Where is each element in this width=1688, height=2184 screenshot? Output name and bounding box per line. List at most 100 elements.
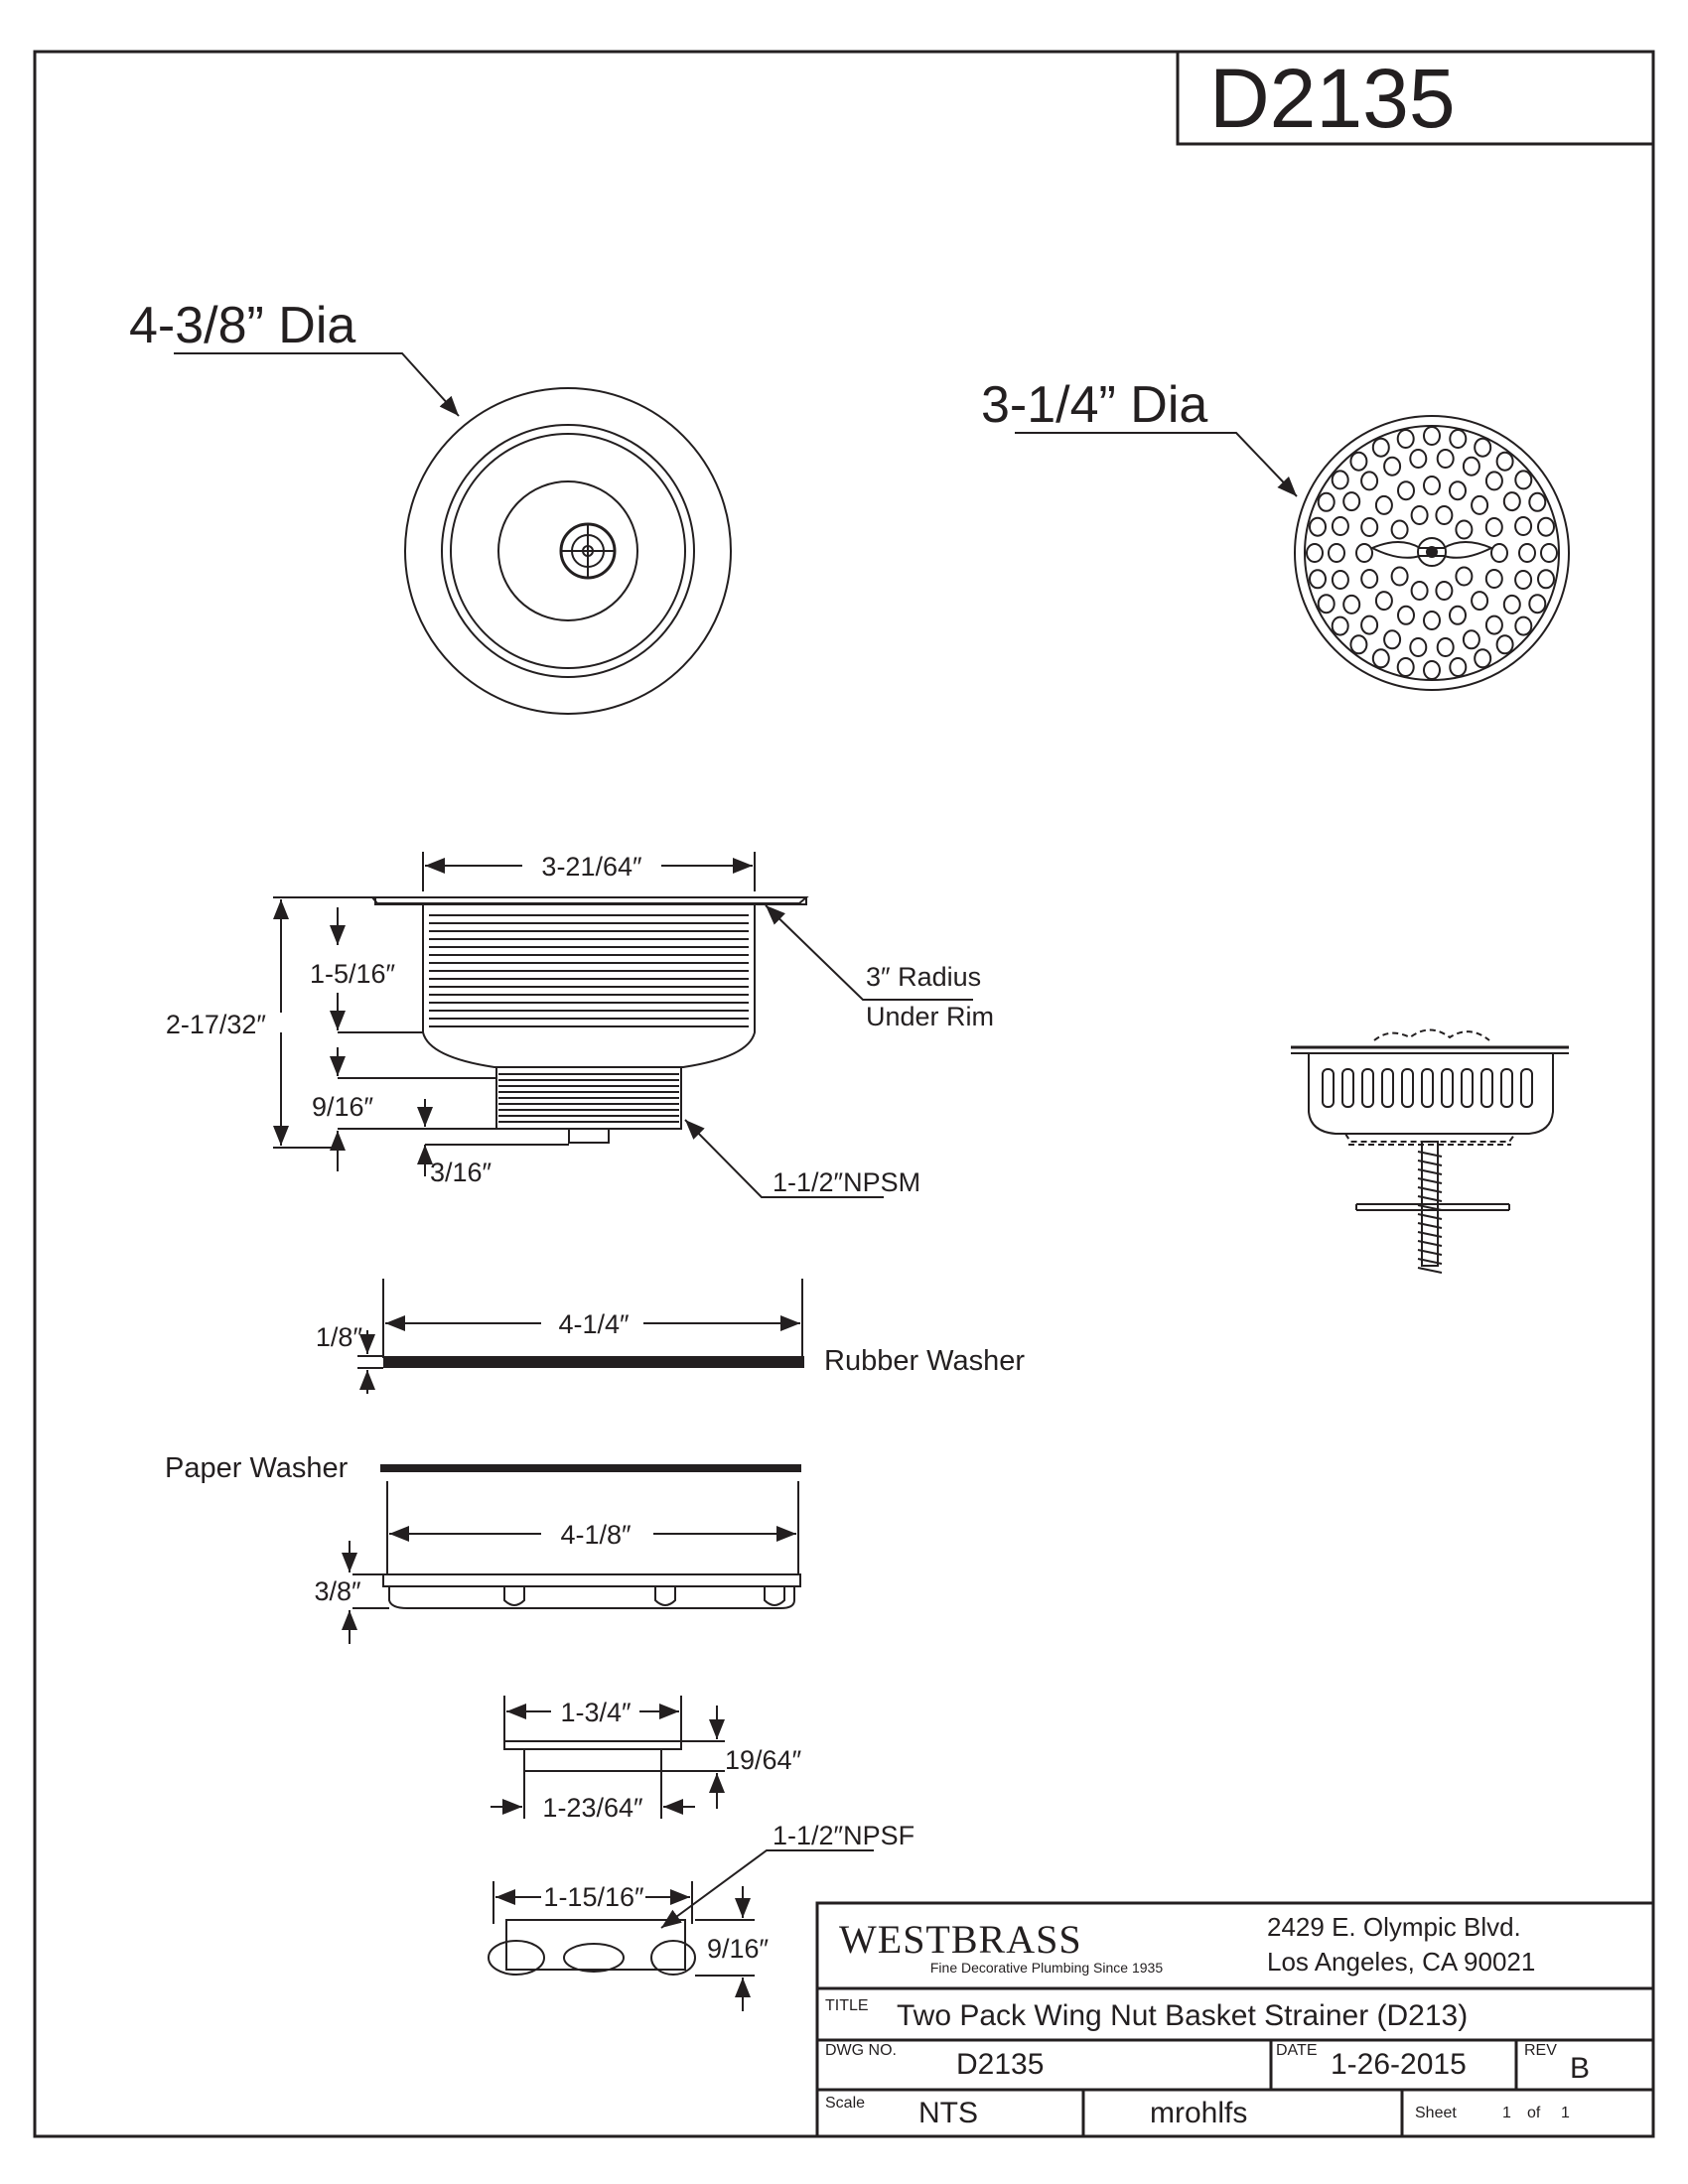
basket-hole [1423, 660, 1441, 680]
screw-thread [1417, 1267, 1443, 1274]
body-diameter-label: 4-3/8” Dia [129, 297, 355, 354]
body-dimensions: 3-21/64″ 2-17/32″ 1-5/16″ 9/16″ 3/16″ 3″… [166, 852, 994, 1198]
basket-diameter-label: 3-1/4” Dia [981, 376, 1207, 434]
screw-thread [1417, 1258, 1443, 1265]
body-side-view [369, 896, 809, 1144]
rubber-washer: 4-1/4″ 1/8″ Rubber Washer [316, 1279, 1025, 1394]
screw-thread [1417, 1168, 1443, 1175]
basket-hole [1331, 570, 1349, 590]
basket-hole [1484, 569, 1503, 589]
screw-thread [1417, 1195, 1443, 1202]
locknut: 4-1/8″ 3/8″ [314, 1481, 801, 1644]
coupling-washer-inner-label: 1-23/64″ [542, 1793, 643, 1823]
basket-hole [1383, 456, 1402, 477]
basket-hole [1455, 519, 1474, 540]
drawing-title: Two Pack Wing Nut Basket Strainer (D213) [897, 1999, 1468, 2032]
overall-height-label: 2-17/32″ [166, 1010, 267, 1039]
basket-hole [1349, 634, 1368, 655]
basket-hole [1410, 505, 1429, 525]
basket-screw [1417, 1151, 1443, 1274]
basket-slot [1401, 1068, 1414, 1108]
rev-label: REV [1524, 2042, 1557, 2059]
basket-hole [1360, 614, 1379, 635]
basket-hole [1514, 470, 1533, 490]
body-top-view [404, 387, 732, 715]
paper-washer-label: Paper Washer [165, 1452, 349, 1484]
basket-hole [1374, 591, 1393, 612]
basket-hole [1484, 614, 1503, 635]
basket-hole [1514, 570, 1533, 590]
basket-hole [1462, 629, 1480, 650]
basket-hole [1342, 491, 1361, 512]
coupling-washer: 1-3/4″ 19/64″ 1-23/64″ [491, 1696, 802, 1823]
basket-hole [1390, 566, 1409, 587]
rubber-washer-thickness-label: 1/8″ [316, 1322, 363, 1352]
basket-hole [1423, 611, 1441, 630]
basket-hole [1435, 505, 1454, 525]
body-threads [498, 1073, 679, 1123]
basket-hole [1409, 637, 1428, 657]
basket-hole [1383, 629, 1402, 650]
basket-hole [1490, 543, 1508, 563]
basket-hole [1436, 637, 1455, 657]
basket-slot [1500, 1068, 1513, 1108]
basket-hole [1331, 470, 1349, 490]
basket-slot [1461, 1068, 1474, 1108]
basket-hole [1495, 634, 1514, 655]
assembled-side-view [1291, 1028, 1569, 1274]
locknut-width-label: 4-1/8″ [560, 1520, 632, 1550]
sheet-total: 1 [1561, 2105, 1570, 2121]
basket-hole [1360, 569, 1379, 589]
basket-hole [1360, 471, 1379, 491]
basket-hole [1471, 494, 1489, 515]
body-diameter-callout: 4-3/8” Dia [129, 297, 460, 417]
paper-washer: Paper Washer [165, 1452, 801, 1484]
screw-thread [1417, 1231, 1443, 1238]
basket-hole [1331, 615, 1349, 636]
npsm-label: 1-1/2″NPSM [773, 1167, 920, 1197]
basket-hole [1317, 594, 1336, 614]
rev-value: B [1570, 2052, 1590, 2085]
radius-label-line1: 3″ Radius [866, 962, 981, 992]
coupling-washer-height-label: 19/64″ [725, 1745, 802, 1775]
basket-hole [1349, 451, 1368, 472]
basket-hole [1540, 543, 1558, 563]
basket-diameter-callout: 3-1/4” Dia [981, 376, 1298, 497]
basket-hole [1514, 615, 1533, 636]
dwg-no-label: DWG NO. [825, 2042, 897, 2059]
sheet-number: 1 [1502, 2105, 1511, 2121]
basket-hole [1410, 581, 1429, 601]
basket-hole [1396, 429, 1415, 449]
basket-hole [1423, 476, 1441, 495]
radius-label-line2: Under Rim [866, 1002, 994, 1031]
basket-hole [1502, 594, 1521, 614]
basket-hole [1317, 491, 1336, 512]
basket-hole [1374, 494, 1393, 515]
basket-hole [1371, 437, 1390, 458]
basket-slot [1361, 1068, 1374, 1108]
basket-hole [1528, 491, 1547, 512]
coupling-nut-height-label: 9/16″ [707, 1934, 770, 1964]
drawing-number-box: D2135 [1176, 50, 1655, 146]
coupling-washer-outer-label: 1-3/4″ [560, 1698, 632, 1727]
basket-holes [1306, 426, 1558, 680]
basket-hole [1435, 581, 1454, 601]
screw-thread [1417, 1240, 1443, 1247]
date-label: DATE [1276, 2042, 1317, 2059]
rubber-washer-width-label: 4-1/4″ [558, 1309, 630, 1339]
locknut-height-label: 3/8″ [314, 1576, 361, 1606]
basket-hole [1331, 516, 1349, 536]
coupling-nut: 1-15/16″ 9/16″ 1-1/2″NPSF [488, 1821, 914, 2011]
basket-hole [1360, 517, 1379, 537]
basket-hole [1455, 566, 1474, 587]
basket-hole [1518, 543, 1536, 563]
basket-hole [1409, 449, 1428, 469]
basket-hole [1397, 605, 1415, 625]
title-block: WESTBRASS Fine Decorative Plumbing Since… [815, 1901, 1655, 2138]
basket-hole [1484, 471, 1503, 491]
basket-hole [1537, 569, 1555, 590]
company-logo: WESTBRASS [839, 1917, 1082, 1962]
basket-hole [1502, 491, 1521, 512]
basket-hole [1306, 543, 1324, 563]
screw-thread [1417, 1151, 1443, 1158]
